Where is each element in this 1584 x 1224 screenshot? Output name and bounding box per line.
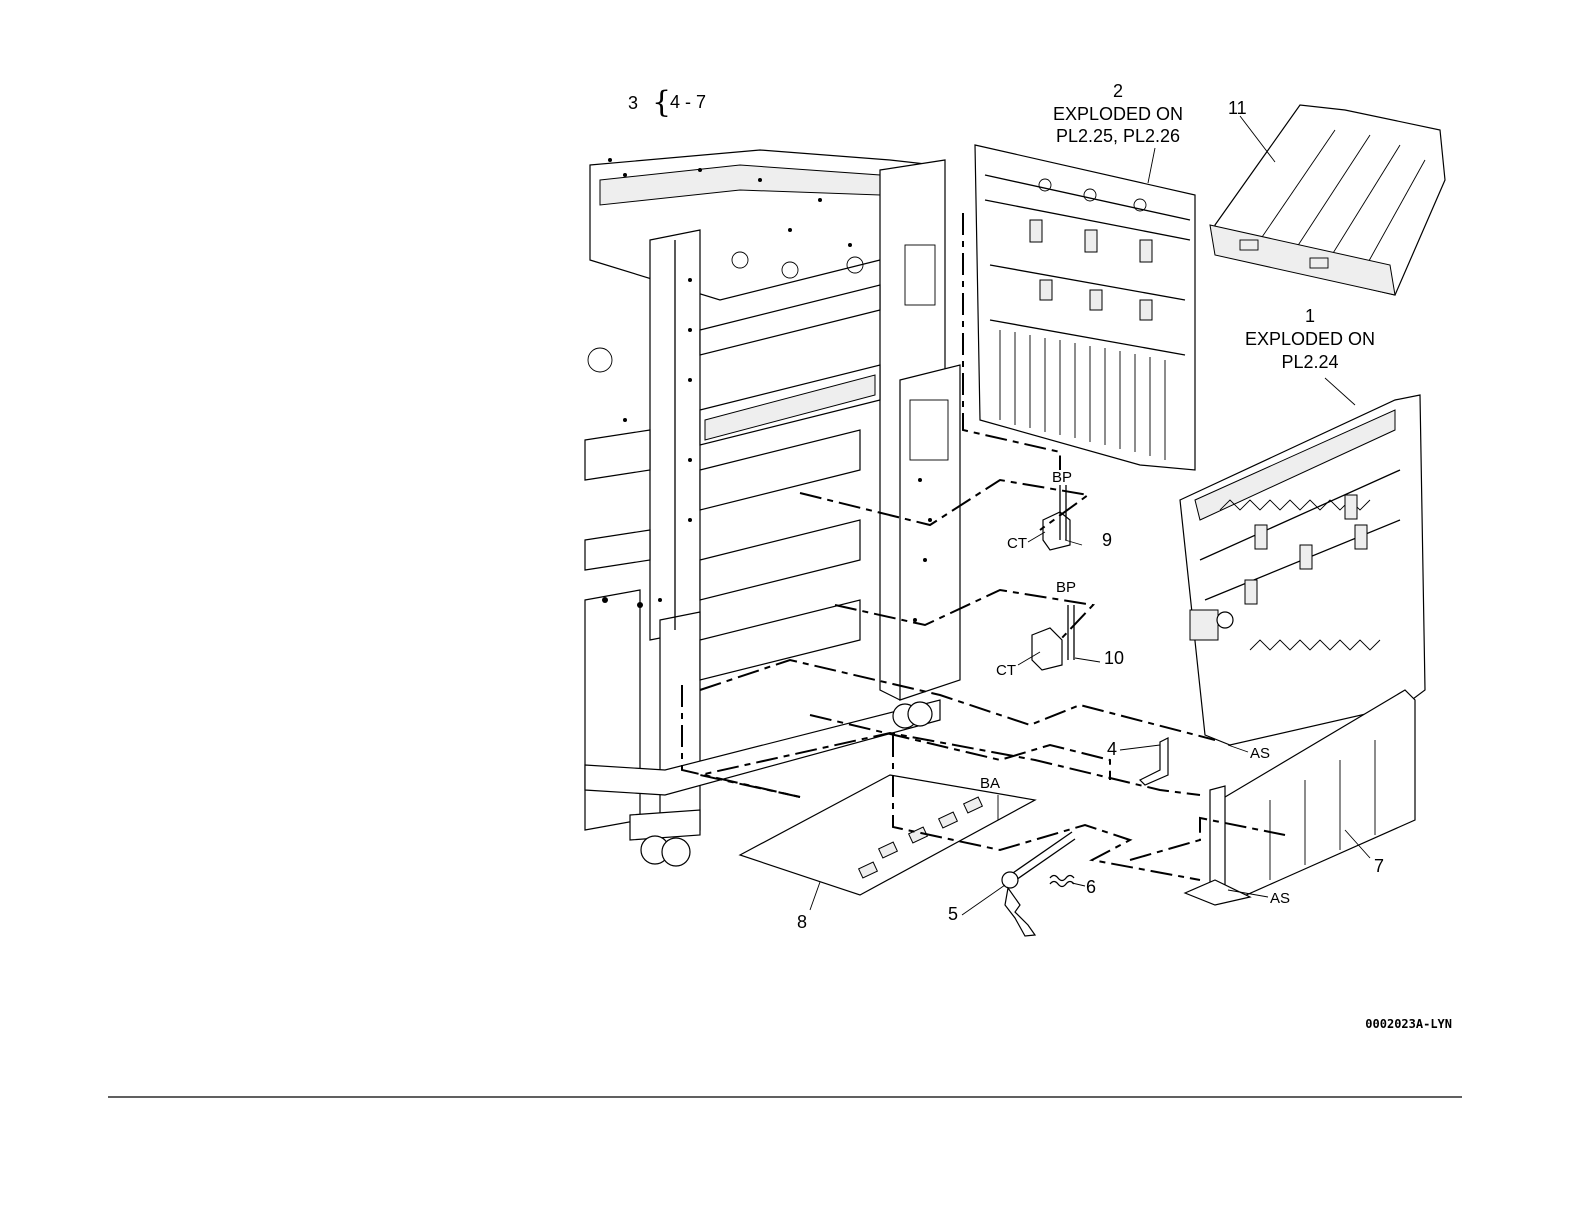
callout-6: 6 — [1086, 877, 1096, 897]
callout-2: 2 — [1113, 81, 1123, 101]
callout-2-note-line2: PL2.25, PL2.26 — [1056, 126, 1180, 146]
callout-5: 5 — [948, 904, 958, 924]
callout-9: 9 — [1102, 530, 1112, 550]
callout-10: 10 — [1104, 648, 1124, 668]
callout-1: 1 — [1305, 306, 1315, 326]
code-ct-upper: CT — [1007, 535, 1027, 552]
callout-11: 11 — [1228, 98, 1247, 118]
callout-8: 8 — [797, 912, 807, 932]
code-as-upper: AS — [1250, 745, 1270, 762]
code-bp-lower: BP — [1056, 579, 1076, 596]
part-11-exit-tray — [1210, 105, 1445, 295]
part-2-upper-guide-assembly — [975, 145, 1195, 470]
part-4-bracket — [1140, 738, 1168, 785]
part-1-side-assembly — [1180, 395, 1425, 745]
group-label: 3 { 4 - 7 — [628, 85, 706, 120]
group-range: 4 - 7 — [670, 92, 706, 112]
callout-7: 7 — [1374, 856, 1384, 876]
code-as-lower: AS — [1270, 890, 1290, 907]
callout-2-note-line1: EXPLODED ON — [1053, 104, 1183, 124]
brace-icon: { — [652, 85, 671, 120]
callout-4: 4 — [1107, 739, 1117, 759]
code-bp-upper: BP — [1052, 469, 1072, 486]
part-6-spring — [1050, 876, 1074, 887]
code-ct-lower: CT — [996, 662, 1016, 679]
code-ba: BA — [980, 775, 1000, 792]
figure-id: 0002023A-LYN — [1365, 1017, 1452, 1031]
part-5-lever — [1002, 832, 1075, 936]
callout-1-note-line2: PL2.24 — [1281, 352, 1338, 372]
part-10-bracket — [1032, 605, 1074, 670]
callout-1-note-line1: EXPLODED ON — [1245, 329, 1375, 349]
group-number: 3 — [628, 93, 638, 113]
